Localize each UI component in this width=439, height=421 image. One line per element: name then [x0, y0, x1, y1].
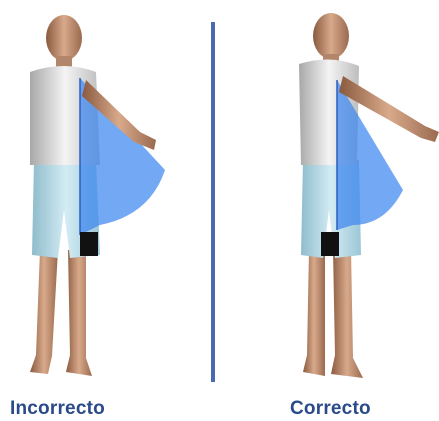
right-leg [66, 250, 92, 376]
head [313, 13, 349, 59]
left-leg [303, 250, 325, 376]
correct-label: Correcto [290, 398, 371, 420]
incorrect-posture-figure [0, 0, 205, 390]
shorts-panel [321, 232, 339, 256]
correct-posture-figure [225, 0, 439, 390]
head [46, 15, 82, 61]
incorrect-label: Incorrecto [10, 398, 105, 420]
left-leg [30, 250, 58, 374]
shorts-panel [80, 232, 98, 256]
right-leg [331, 250, 363, 378]
divider-line [211, 22, 215, 382]
